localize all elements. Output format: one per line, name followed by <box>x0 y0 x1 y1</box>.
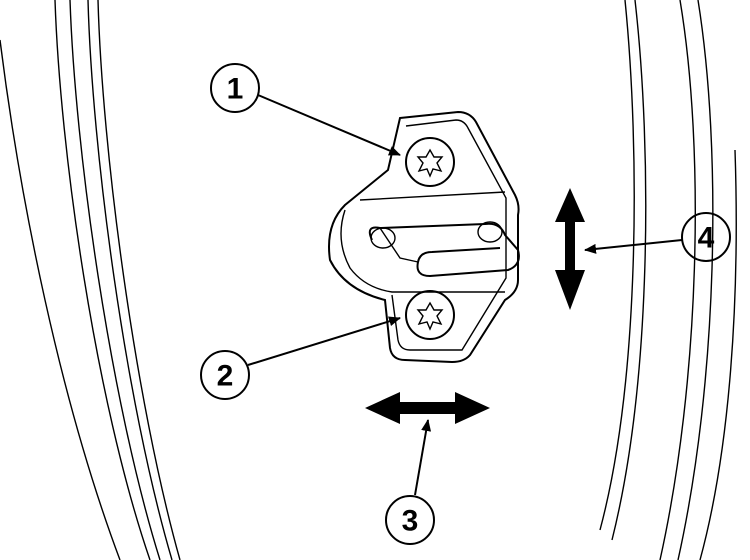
door-edge-right <box>599 0 737 560</box>
torx-screw-top <box>405 137 455 187</box>
torx-screw-bottom <box>405 290 455 340</box>
leader-line-3 <box>414 419 432 496</box>
leader-line-4 <box>584 239 683 254</box>
callout-4: 4 <box>681 212 731 262</box>
leader-line-1 <box>257 94 401 156</box>
callout-2-label: 2 <box>217 360 234 393</box>
striker-loop <box>368 221 520 278</box>
vertical-adjust-arrow <box>555 188 585 310</box>
callout-1-label: 1 <box>227 73 244 106</box>
striker-plate <box>328 110 520 364</box>
horizontal-adjust-arrow <box>365 392 490 424</box>
callout-4-label: 4 <box>698 222 715 255</box>
leader-line-2 <box>247 316 401 366</box>
callout-3: 3 <box>385 495 435 545</box>
callout-1: 1 <box>210 63 260 113</box>
callout-2: 2 <box>200 350 250 400</box>
callout-3-label: 3 <box>402 505 419 538</box>
door-edge-left <box>0 0 181 560</box>
